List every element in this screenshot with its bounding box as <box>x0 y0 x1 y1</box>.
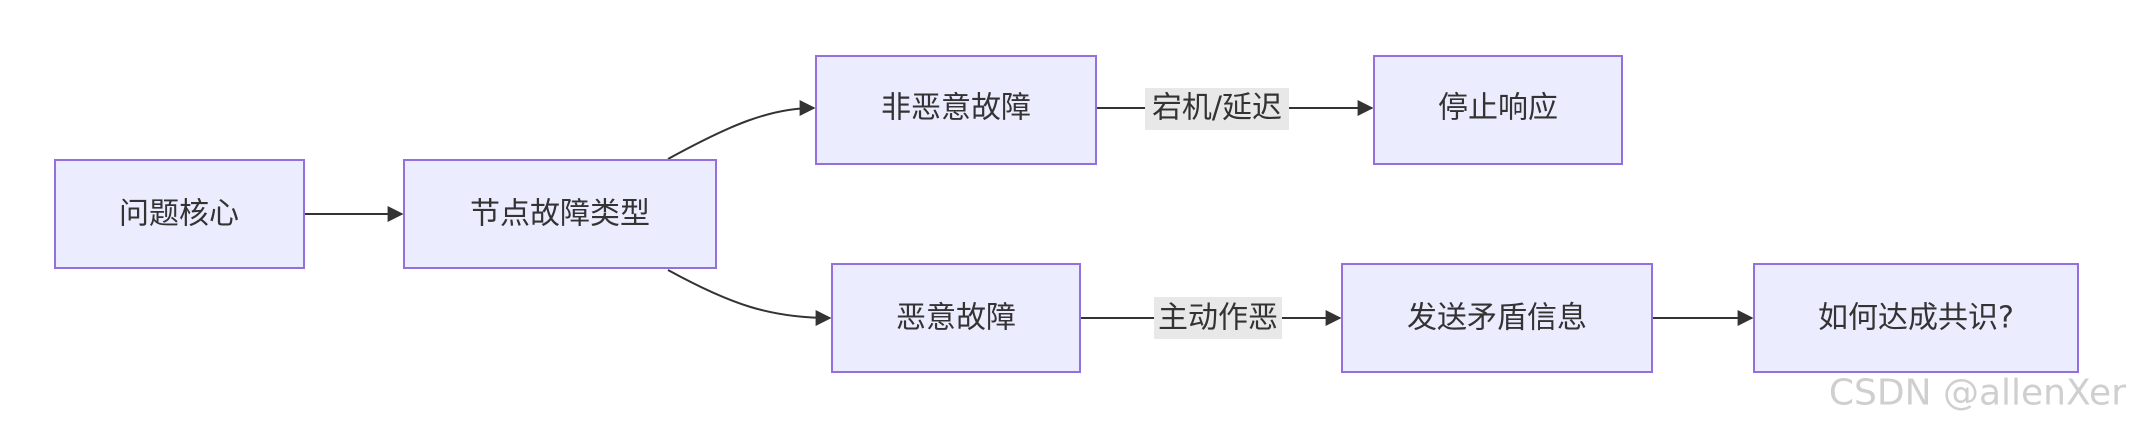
node-fault-type-label: 节点故障类型 <box>470 197 650 232</box>
node-core: 问题核心 <box>54 159 305 269</box>
edge-label-active-evil: 主动作恶 <box>1154 297 1282 339</box>
node-non-malicious-label: 非恶意故障 <box>881 91 1031 126</box>
edge-fault-type-to-malicious <box>667 269 832 326</box>
edge-label-crash-delay-text: 宕机/延迟 <box>1152 91 1282 126</box>
watermark: CSDN @allenXer <box>1829 373 2126 414</box>
node-stop-response: 停止响应 <box>1373 55 1623 165</box>
node-send-conflict-label: 发送矛盾信息 <box>1407 301 1587 336</box>
edge-label-active-evil-text: 主动作恶 <box>1158 301 1278 336</box>
edge-fault-type-to-non-malicious <box>667 100 816 160</box>
node-consensus: 如何达成共识? <box>1753 263 2079 373</box>
edge-label-crash-delay: 宕机/延迟 <box>1145 88 1289 130</box>
node-fault-type: 节点故障类型 <box>403 159 717 269</box>
node-non-malicious: 非恶意故障 <box>815 55 1097 165</box>
node-send-conflict: 发送矛盾信息 <box>1341 263 1653 373</box>
node-core-label: 问题核心 <box>119 197 239 232</box>
node-malicious-label: 恶意故障 <box>896 301 1016 336</box>
node-consensus-label: 如何达成共识? <box>1818 301 2014 336</box>
node-malicious: 恶意故障 <box>831 263 1081 373</box>
node-stop-response-label: 停止响应 <box>1438 91 1558 126</box>
